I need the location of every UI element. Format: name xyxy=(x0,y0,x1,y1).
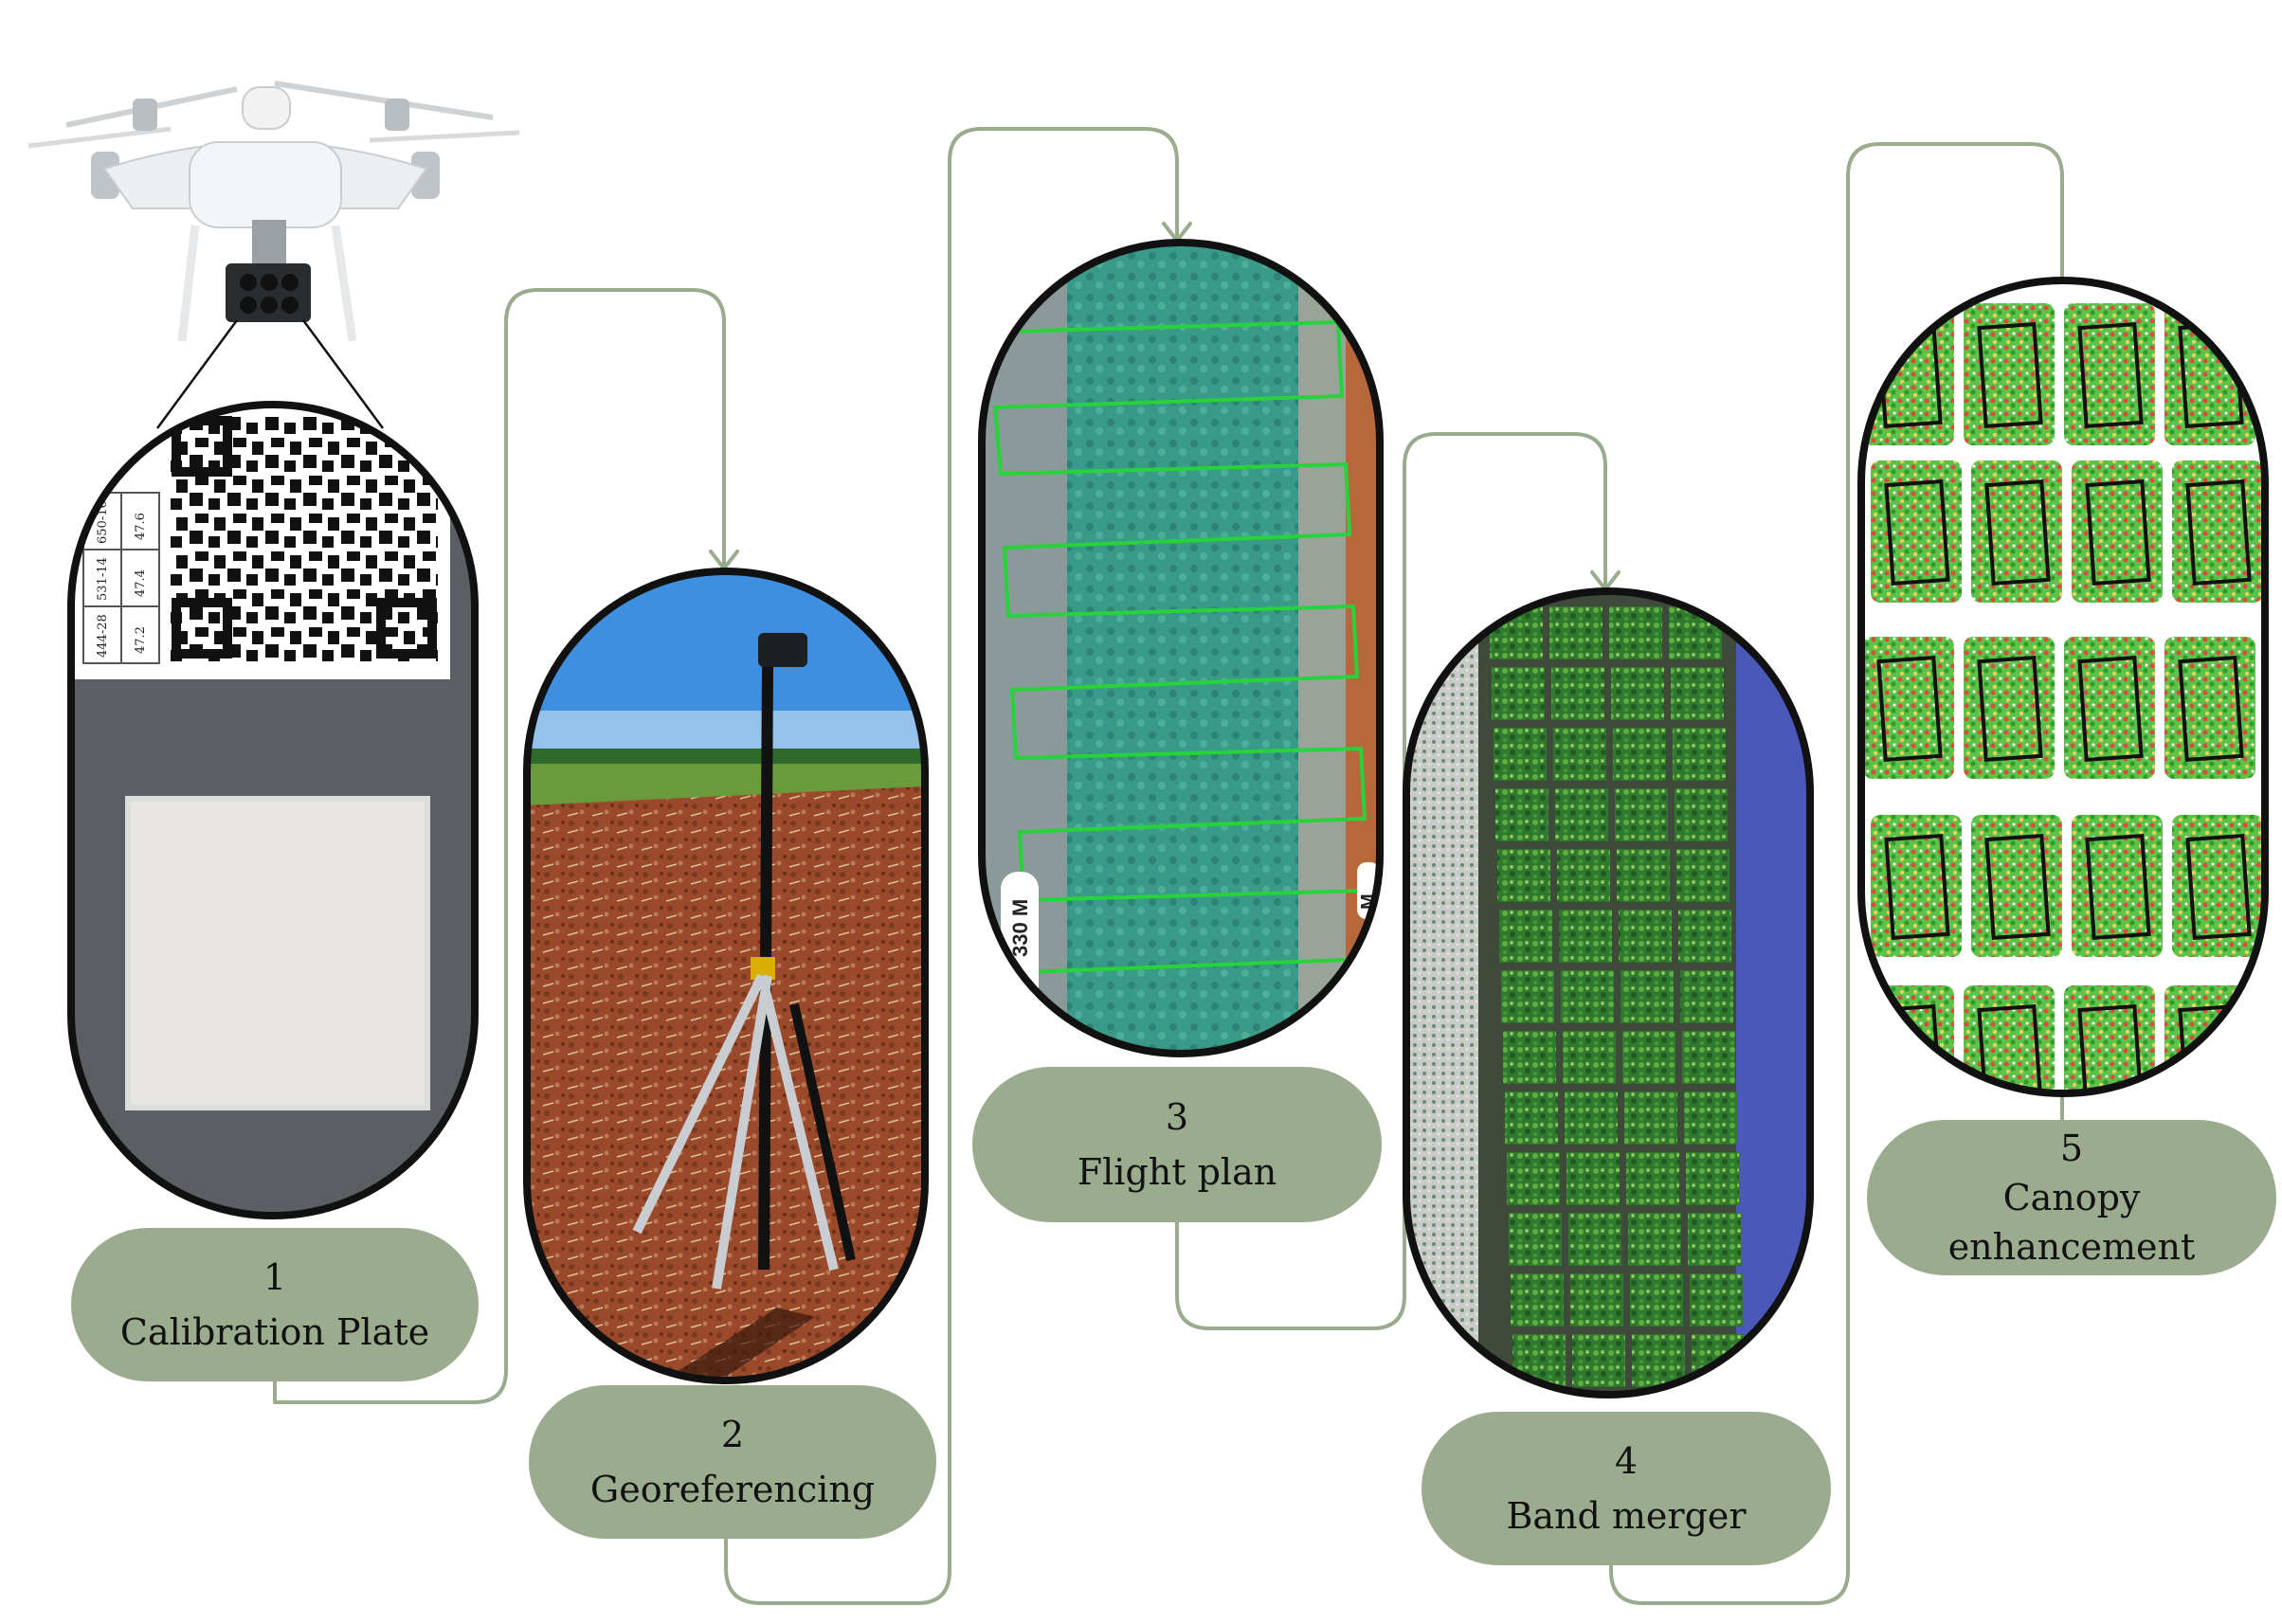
step-4-label: 4 Band merger xyxy=(1422,1412,1831,1565)
plot-cell xyxy=(1673,728,1726,781)
calibration-band-value: 47.2 xyxy=(134,626,148,654)
plot-boundary xyxy=(2178,655,2244,763)
plot-cell xyxy=(1553,728,1606,781)
plot-cell xyxy=(1686,1152,1739,1205)
plot-cell xyxy=(1507,1152,1560,1205)
plot-cell xyxy=(1555,788,1608,841)
plot-cell xyxy=(1568,1213,1621,1266)
plot-cell xyxy=(1615,788,1668,841)
calibration-band-value: 531-14 xyxy=(96,557,110,601)
enhanced-plot-grid xyxy=(1863,303,2263,1093)
plot-boundary xyxy=(1876,655,1943,763)
plot-boundary xyxy=(2077,655,2144,763)
plot-cell xyxy=(1628,1213,1681,1266)
plot-cell xyxy=(1611,667,1664,720)
plot-cell xyxy=(1561,970,1614,1023)
step-5-title-line-2: enhancement xyxy=(1947,1226,2196,1268)
plot-cell xyxy=(1632,1334,1685,1387)
plot-boundary xyxy=(2085,833,2151,941)
plot-boundary xyxy=(2085,478,2151,586)
plot-cell xyxy=(1619,910,1672,963)
plot-cell xyxy=(1494,728,1547,781)
step-2-title: Georeferencing xyxy=(589,1469,876,1510)
plot-boundary xyxy=(2077,321,2144,429)
plot-cell xyxy=(1678,910,1731,963)
step-4-number: 4 xyxy=(1614,1440,1639,1482)
plot-cell xyxy=(1613,728,1666,781)
distance-label: 330 M xyxy=(1008,899,1032,957)
calibration-plate-photo: 444-28 531-14 650-16 47.2 47.4 47.6 xyxy=(67,401,479,1219)
step-1-number: 1 xyxy=(263,1256,287,1298)
plot-cell xyxy=(1621,970,1674,1023)
plot-grid xyxy=(1490,606,1745,1387)
plot-boundary xyxy=(1984,478,2051,586)
plot-cell xyxy=(1567,1152,1620,1205)
plot-cell xyxy=(1680,970,1733,1023)
plot-cell xyxy=(1549,606,1603,659)
plot-cell xyxy=(1682,1031,1735,1084)
plot-boundary xyxy=(1884,478,1950,586)
plot-cell xyxy=(1671,667,1724,720)
plot-boundary xyxy=(1977,1003,2043,1093)
plot-cell xyxy=(1572,1334,1625,1387)
plot-cell xyxy=(1690,1273,1743,1326)
plot-cell xyxy=(1626,1152,1679,1205)
plot-cell xyxy=(1563,1031,1616,1084)
step-2-label: 2 Georeferencing xyxy=(529,1385,936,1539)
calibration-band-value: 650-16 xyxy=(96,500,110,544)
plot-cell xyxy=(1511,1273,1564,1326)
calibration-band-value: 47.4 xyxy=(134,569,148,597)
drone-illustration xyxy=(27,81,520,429)
enhanced-canopy-map xyxy=(1857,277,2269,1097)
multispectral-mosaic xyxy=(1403,587,1814,1398)
flight-plan-map: 330 M M xyxy=(978,239,1384,1057)
plot-boundary xyxy=(2185,478,2252,586)
plot-cell xyxy=(1551,667,1604,720)
plot-cell xyxy=(1622,1031,1675,1084)
step-5-number: 5 xyxy=(2059,1128,2084,1169)
connector-4-5 xyxy=(1609,142,2064,1605)
plot-cell xyxy=(1609,606,1662,659)
plot-cell xyxy=(1495,788,1548,841)
plot-cell xyxy=(1570,1273,1623,1326)
step-2-number: 2 xyxy=(720,1414,745,1455)
step-1-title: Calibration Plate xyxy=(119,1311,430,1353)
connector-1-2 xyxy=(273,288,726,1404)
plot-cell xyxy=(1565,1092,1618,1145)
plot-boundary xyxy=(1884,833,1950,941)
plot-cell xyxy=(1688,1213,1741,1266)
calibration-band-value: 47.6 xyxy=(134,513,148,540)
plot-cell xyxy=(1676,849,1730,902)
connector-2-3 xyxy=(724,127,1179,1605)
step-5-title-line-1: Canopy xyxy=(2002,1177,2141,1218)
plot-cell xyxy=(1492,667,1545,720)
plot-boundary xyxy=(1984,833,2051,941)
plot-cell xyxy=(1505,1092,1558,1145)
step-1-label: 1 Calibration Plate xyxy=(71,1228,479,1381)
plot-boundary xyxy=(1977,655,2043,763)
plot-cell xyxy=(1557,849,1610,902)
plot-cell xyxy=(1501,970,1554,1023)
plot-cell xyxy=(1675,788,1728,841)
step-3-number: 3 xyxy=(1165,1096,1189,1138)
step-3-title: Flight plan xyxy=(1077,1151,1277,1193)
gnss-tripod-photo xyxy=(523,568,929,1384)
plot-cell xyxy=(1497,849,1550,902)
step-3-label: 3 Flight plan xyxy=(972,1067,1382,1222)
step-5-label: 5 Canopy enhancement xyxy=(1867,1120,2276,1275)
plot-cell xyxy=(1499,910,1552,963)
plot-cell xyxy=(1630,1273,1683,1326)
plot-cell xyxy=(1509,1213,1562,1266)
plot-boundary xyxy=(2077,1003,2144,1093)
plot-cell xyxy=(1559,910,1612,963)
plot-cell xyxy=(1624,1092,1677,1145)
plot-cell xyxy=(1684,1092,1737,1145)
plot-cell xyxy=(1503,1031,1556,1084)
calibration-band-value: 444-28 xyxy=(96,614,110,658)
step-4-title: Band merger xyxy=(1506,1495,1747,1537)
plot-boundary xyxy=(1977,321,2043,429)
plot-cell xyxy=(1617,849,1670,902)
plot-boundary xyxy=(2185,833,2252,941)
